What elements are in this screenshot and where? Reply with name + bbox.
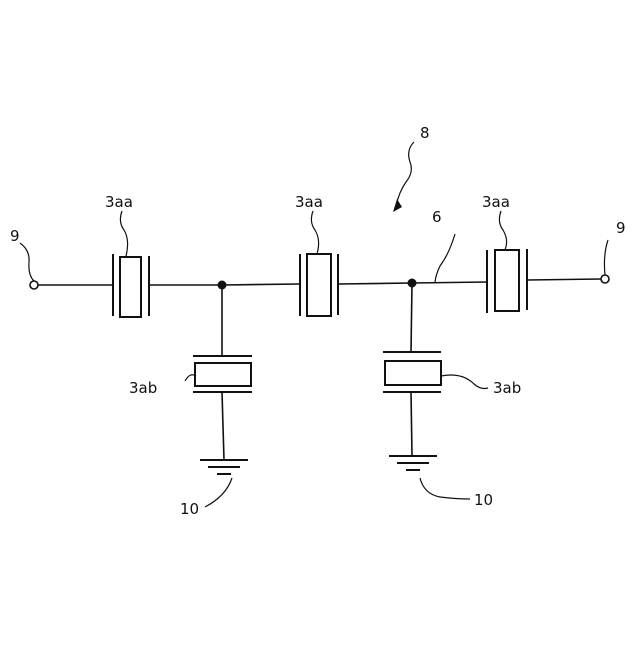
shunt-branch-right (383, 283, 441, 470)
label-3ab-1: 3ab (129, 379, 157, 397)
label-terminal-left: 9 (10, 227, 20, 245)
leader-3aa-2 (311, 211, 318, 254)
label-ground-left: 10 (180, 500, 199, 518)
leader-10-right (420, 478, 470, 499)
wire-right-terminal (527, 279, 601, 280)
ground-symbol-right (389, 456, 437, 470)
label-3aa-2: 3aa (295, 193, 323, 211)
label-3ab-2: 3ab (493, 379, 521, 397)
input-terminal (30, 281, 38, 289)
output-terminal (601, 275, 609, 283)
leader-9-right (604, 240, 608, 275)
leader-6 (435, 234, 455, 282)
leader-9-left (20, 243, 34, 281)
shunt-branch-left (193, 285, 252, 474)
leader-3ab-2 (441, 375, 488, 389)
leader-3aa-3 (499, 211, 506, 250)
series-resonator-1 (113, 254, 149, 317)
arrow-8-head (393, 199, 402, 212)
leader-10-left (205, 478, 232, 507)
label-3aa-3: 3aa (482, 193, 510, 211)
labels: 3aa 3aa 3aa 3ab 3ab 9 9 6 8 10 10 (10, 124, 626, 518)
label-filter: 8 (420, 124, 430, 142)
label-ground-right: 10 (474, 491, 493, 509)
label-3aa-1: 3aa (105, 193, 133, 211)
label-terminal-right: 9 (616, 219, 626, 237)
leader-3aa-1 (120, 211, 127, 256)
label-signal-line: 6 (432, 208, 442, 226)
series-resonator-2 (300, 254, 338, 316)
ground-symbol-left (200, 460, 248, 474)
series-resonator-3 (487, 249, 527, 313)
arrow-8-shaft (396, 142, 414, 206)
